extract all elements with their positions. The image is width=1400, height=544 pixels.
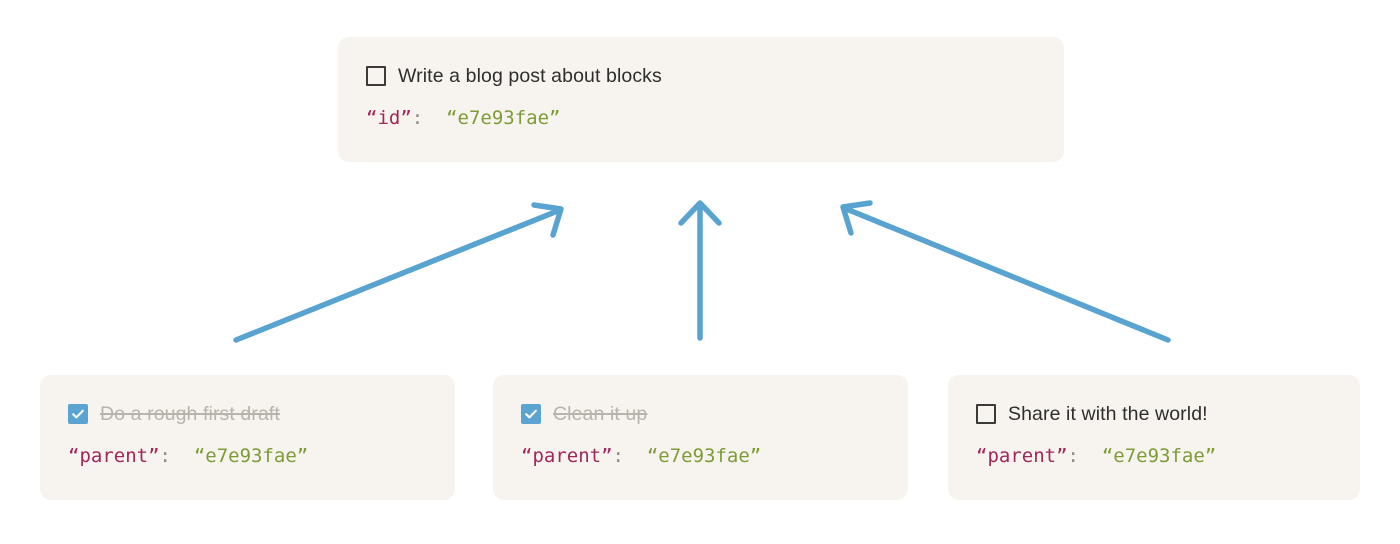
child-todo-label-1: Clean it up [553, 403, 648, 425]
arrow-child-1-to-parent [678, 200, 722, 341]
child-block-card-0[interactable]: Do a rough first draft “parent”: “e7e93f… [40, 375, 455, 500]
child-json-line-0: “parent”: “e7e93fae” [68, 444, 427, 468]
json-value: “e7e93fae” [646, 445, 762, 467]
arrow-child-2-to-parent [840, 200, 1171, 343]
parent-json-line: “id”: “e7e93fae” [366, 106, 1036, 130]
json-value: “e7e93fae” [193, 445, 309, 467]
parent-todo-label: Write a blog post about blocks [398, 65, 662, 87]
json-key: “parent” [68, 445, 160, 467]
parent-block-card[interactable]: Write a blog post about blocks “id”: “e7… [338, 37, 1064, 162]
child-block-card-2[interactable]: Share it with the world! “parent”: “e7e9… [948, 375, 1360, 500]
json-key: “id” [366, 107, 412, 129]
json-colon: : [1067, 445, 1079, 467]
json-colon: : [612, 445, 624, 467]
child-todo-row-2[interactable]: Share it with the world! [976, 401, 1332, 427]
child-json-line-1: “parent”: “e7e93fae” [521, 444, 880, 468]
json-value: “e7e93fae” [446, 107, 561, 129]
child-todo-row-1[interactable]: Clean it up [521, 401, 880, 427]
json-key: “parent” [976, 445, 1068, 467]
json-key: “parent” [521, 445, 613, 467]
json-value: “e7e93fae” [1101, 445, 1217, 467]
checkbox-empty-icon[interactable] [366, 66, 386, 86]
parent-todo-row[interactable]: Write a blog post about blocks [366, 63, 1036, 89]
arrow-child-0-to-parent [233, 202, 564, 343]
json-colon: : [411, 107, 424, 129]
child-todo-row-0[interactable]: Do a rough first draft [68, 401, 427, 427]
checkbox-checked-icon[interactable] [521, 404, 541, 424]
child-block-card-1[interactable]: Clean it up “parent”: “e7e93fae” [493, 375, 908, 500]
child-todo-label-2: Share it with the world! [1008, 403, 1208, 425]
checkbox-checked-icon[interactable] [68, 404, 88, 424]
child-json-line-2: “parent”: “e7e93fae” [976, 444, 1332, 468]
checkbox-empty-icon[interactable] [976, 404, 996, 424]
json-colon: : [159, 445, 171, 467]
child-todo-label-0: Do a rough first draft [100, 403, 280, 425]
